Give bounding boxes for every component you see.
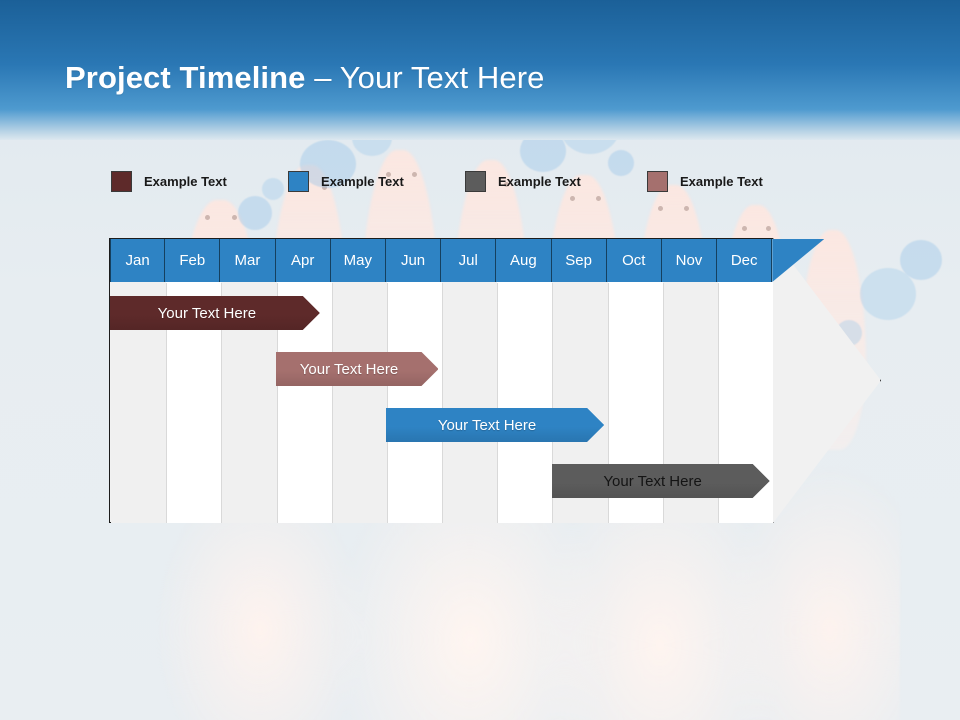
background-speech-bubble	[900, 240, 942, 280]
month-header-jul[interactable]: Jul	[441, 239, 497, 282]
legend-item-4[interactable]: Example Text	[647, 168, 763, 194]
month-column-jan	[111, 240, 167, 523]
legend-swatch-icon	[111, 170, 132, 192]
month-header-sep[interactable]: Sep	[551, 239, 607, 282]
column-separator	[221, 283, 223, 523]
background-face-dot	[658, 206, 663, 211]
month-header-jun[interactable]: Jun	[385, 239, 442, 282]
month-header-apr[interactable]: Apr	[275, 239, 331, 282]
task-bar-label: Your Text Here	[299, 360, 399, 378]
column-separator	[497, 283, 499, 523]
background-face-dot	[596, 196, 601, 201]
background-face-dot	[742, 226, 747, 231]
task-bar-2[interactable]: Your Text Here	[276, 352, 439, 386]
column-separator	[607, 283, 609, 523]
column-separator	[331, 283, 333, 523]
task-bar-4[interactable]: Your Text Here	[552, 464, 770, 498]
legend-swatch-icon	[647, 170, 668, 192]
background-face-dot	[412, 172, 417, 177]
task-bar-1[interactable]: Your Text Here	[110, 296, 320, 330]
month-header-mar[interactable]: Mar	[220, 239, 276, 282]
month-header-taper	[772, 239, 825, 282]
page-title-strong: Project Timeline	[65, 60, 306, 95]
background-speech-bubble	[262, 178, 284, 200]
background-speech-bubble	[238, 196, 272, 230]
background-face-dot	[570, 196, 575, 201]
month-column-aug	[497, 240, 553, 523]
background-speech-bubble	[860, 268, 916, 320]
legend: Example Text Example Text Example Text Exam…	[0, 168, 960, 196]
column-separator	[442, 283, 444, 523]
background-face-dot	[322, 185, 327, 190]
background-face-dot	[386, 172, 391, 177]
background-face-dot	[232, 215, 237, 220]
legend-item-label: Example Text	[498, 173, 581, 189]
legend-item-1[interactable]: Example Text	[111, 168, 227, 194]
task-bar-label: Your Text Here	[437, 416, 537, 434]
column-separator	[662, 283, 664, 523]
legend-swatch-icon	[288, 170, 309, 192]
column-separator	[386, 283, 388, 523]
page-title: Project Timeline – Your Text Here	[65, 60, 544, 96]
month-header-nov[interactable]: Nov	[661, 239, 718, 282]
legend-item-3[interactable]: Example Text	[465, 168, 581, 194]
background-face-dot	[205, 215, 210, 220]
month-header-may[interactable]: May	[330, 239, 386, 282]
page-title-light: – Your Text Here	[305, 60, 545, 95]
legend-item-label: Example Text	[144, 173, 227, 189]
task-bar-label: Your Text Here	[157, 304, 257, 322]
legend-item-label: Example Text	[680, 173, 763, 189]
month-column-jul	[442, 240, 498, 523]
background-speech-bubble	[300, 140, 356, 188]
legend-item-label: Example Text	[321, 173, 404, 189]
month-header-dec[interactable]: Dec	[717, 239, 773, 282]
header-band	[0, 0, 960, 140]
column-separator	[166, 283, 168, 523]
month-header-oct[interactable]: Oct	[606, 239, 662, 282]
month-header-jan[interactable]: Jan	[110, 239, 166, 282]
legend-swatch-icon	[465, 170, 486, 192]
background-face-dot	[766, 226, 771, 231]
task-bar-label: Your Text Here	[603, 472, 702, 490]
column-separator	[276, 283, 278, 523]
legend-item-2[interactable]: Example Text	[288, 168, 404, 194]
month-column-feb	[166, 240, 222, 523]
month-header-aug[interactable]: Aug	[496, 239, 552, 282]
column-separator	[552, 283, 554, 523]
background-face-dot	[684, 206, 689, 211]
column-separator	[717, 283, 719, 523]
task-bar-3[interactable]: Your Text Here	[386, 408, 604, 442]
background-face-dot	[504, 182, 509, 187]
background-speech-bubble	[608, 150, 634, 176]
month-column-mar	[221, 240, 277, 523]
month-header-feb[interactable]: Feb	[165, 239, 221, 282]
